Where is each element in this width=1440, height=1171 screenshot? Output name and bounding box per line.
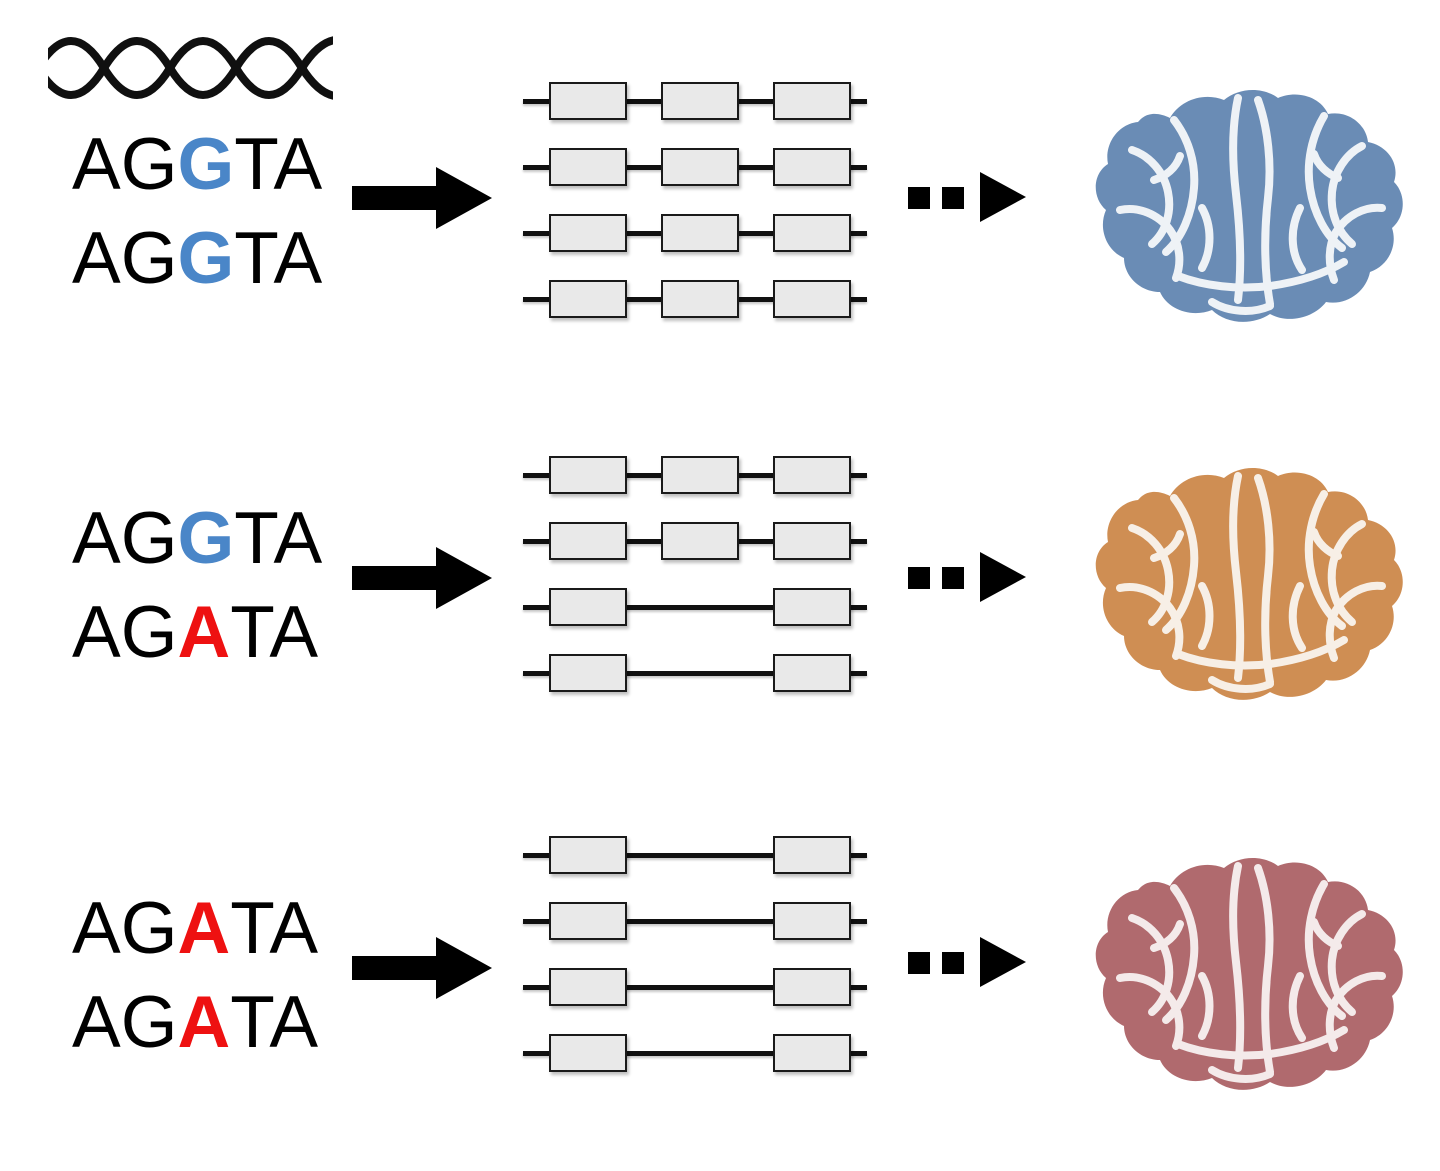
panel-row-heterozygous: AGGTA AGATA: [0, 390, 1440, 780]
allele-sequence-row0-2: AGGTA: [30, 222, 350, 295]
allele-line-2: AGATA: [30, 596, 350, 669]
transcript-backbone: [523, 671, 867, 676]
transcript-backbone: [523, 1051, 867, 1056]
allele-sequence-row2-2: AGATA: [30, 986, 350, 1059]
allele-prefix: AG: [72, 498, 178, 579]
exon-box: [661, 214, 739, 252]
allele-prefix: AG: [72, 218, 178, 299]
brain-icon-blue: [1062, 80, 1412, 330]
transcript-row: [515, 452, 875, 498]
allele-suffix: TA: [234, 498, 323, 579]
exon-box: [661, 280, 739, 318]
exon-box: [773, 588, 851, 626]
exon-box: [549, 836, 627, 874]
exon-box: [549, 1034, 627, 1072]
solid-arrow-icon: [352, 937, 492, 999]
panel-row-homozygous-reference: AGGTA AGGTA: [0, 0, 1440, 390]
exon-box: [773, 148, 851, 186]
variant-base: A: [177, 592, 231, 673]
allele-suffix: TA: [230, 592, 319, 673]
transcript-panel: [515, 832, 875, 1076]
transcript-row-exon-skipped: [515, 1030, 875, 1076]
allele-prefix: AG: [72, 124, 178, 205]
variant-base: A: [177, 888, 231, 969]
allele-line-1: AGGTA: [30, 502, 350, 575]
exon-box: [549, 148, 627, 186]
variant-base: G: [177, 218, 235, 299]
exon-box: [549, 902, 627, 940]
allele-suffix: TA: [234, 124, 323, 205]
dna-double-helix-icon: [48, 28, 333, 108]
allele-sequence-row0-1: AGGTA: [30, 128, 350, 201]
dashed-arrow-icon: [908, 937, 1026, 987]
allele-line-2: AGGTA: [30, 222, 350, 295]
brain-icon-orange: [1062, 458, 1412, 708]
transcript-row: [515, 144, 875, 190]
exon-box: [773, 522, 851, 560]
exon-box: [773, 280, 851, 318]
transcript-backbone: [523, 853, 867, 858]
exon-box: [773, 968, 851, 1006]
allele-prefix: AG: [72, 592, 178, 673]
allele-suffix: TA: [234, 218, 323, 299]
allele-sequence-row1-2: AGATA: [30, 596, 350, 669]
exon-box: [549, 654, 627, 692]
exon-box: [549, 588, 627, 626]
exon-box: [773, 214, 851, 252]
exon-box: [549, 968, 627, 1006]
brain-icon-maroon: [1062, 848, 1412, 1098]
exon-box: [549, 214, 627, 252]
exon-box: [773, 902, 851, 940]
allele-suffix: TA: [230, 888, 319, 969]
exon-box: [549, 522, 627, 560]
allele-line-2: AGATA: [30, 986, 350, 1059]
exon-box: [549, 456, 627, 494]
variant-base: A: [177, 982, 231, 1063]
exon-box: [661, 148, 739, 186]
transcript-panel: [515, 78, 875, 322]
allele-sequence-row2-1: AGATA: [30, 892, 350, 965]
allele-line-1: AGGTA: [30, 128, 350, 201]
variant-base: G: [177, 498, 235, 579]
transcript-backbone: [523, 919, 867, 924]
genotype-column: AGATA AGATA: [30, 780, 350, 1170]
transcript-row: [515, 210, 875, 256]
transcript-row: [515, 276, 875, 322]
genotype-column: AGGTA AGGTA: [30, 0, 350, 390]
exon-box: [773, 654, 851, 692]
solid-arrow-icon: [352, 167, 492, 229]
transcript-row: [515, 78, 875, 124]
exon-box: [773, 1034, 851, 1072]
allele-suffix: TA: [230, 982, 319, 1063]
exon-box: [773, 456, 851, 494]
transcript-row-exon-skipped: [515, 650, 875, 696]
variant-base: G: [177, 124, 235, 205]
transcript-backbone: [523, 985, 867, 990]
allele-prefix: AG: [72, 888, 178, 969]
allele-sequence-row1-1: AGGTA: [30, 502, 350, 575]
dashed-arrow-icon: [908, 552, 1026, 602]
genotype-column: AGGTA AGATA: [30, 390, 350, 780]
exon-box: [549, 280, 627, 318]
exon-box: [773, 836, 851, 874]
exon-box: [661, 456, 739, 494]
exon-box: [549, 82, 627, 120]
exon-box: [773, 82, 851, 120]
allele-line-1: AGATA: [30, 892, 350, 965]
transcript-backbone: [523, 605, 867, 610]
transcript-row-exon-skipped: [515, 964, 875, 1010]
transcript-row-exon-skipped: [515, 584, 875, 630]
solid-arrow-icon: [352, 547, 492, 609]
transcript-row-exon-skipped: [515, 898, 875, 944]
panel-row-homozygous-alternate: AGATA AGATA: [0, 780, 1440, 1171]
allele-prefix: AG: [72, 982, 178, 1063]
transcript-row: [515, 518, 875, 564]
exon-box: [661, 82, 739, 120]
exon-box: [661, 522, 739, 560]
transcript-panel: [515, 452, 875, 696]
dashed-arrow-icon: [908, 172, 1026, 222]
transcript-row-exon-skipped: [515, 832, 875, 878]
